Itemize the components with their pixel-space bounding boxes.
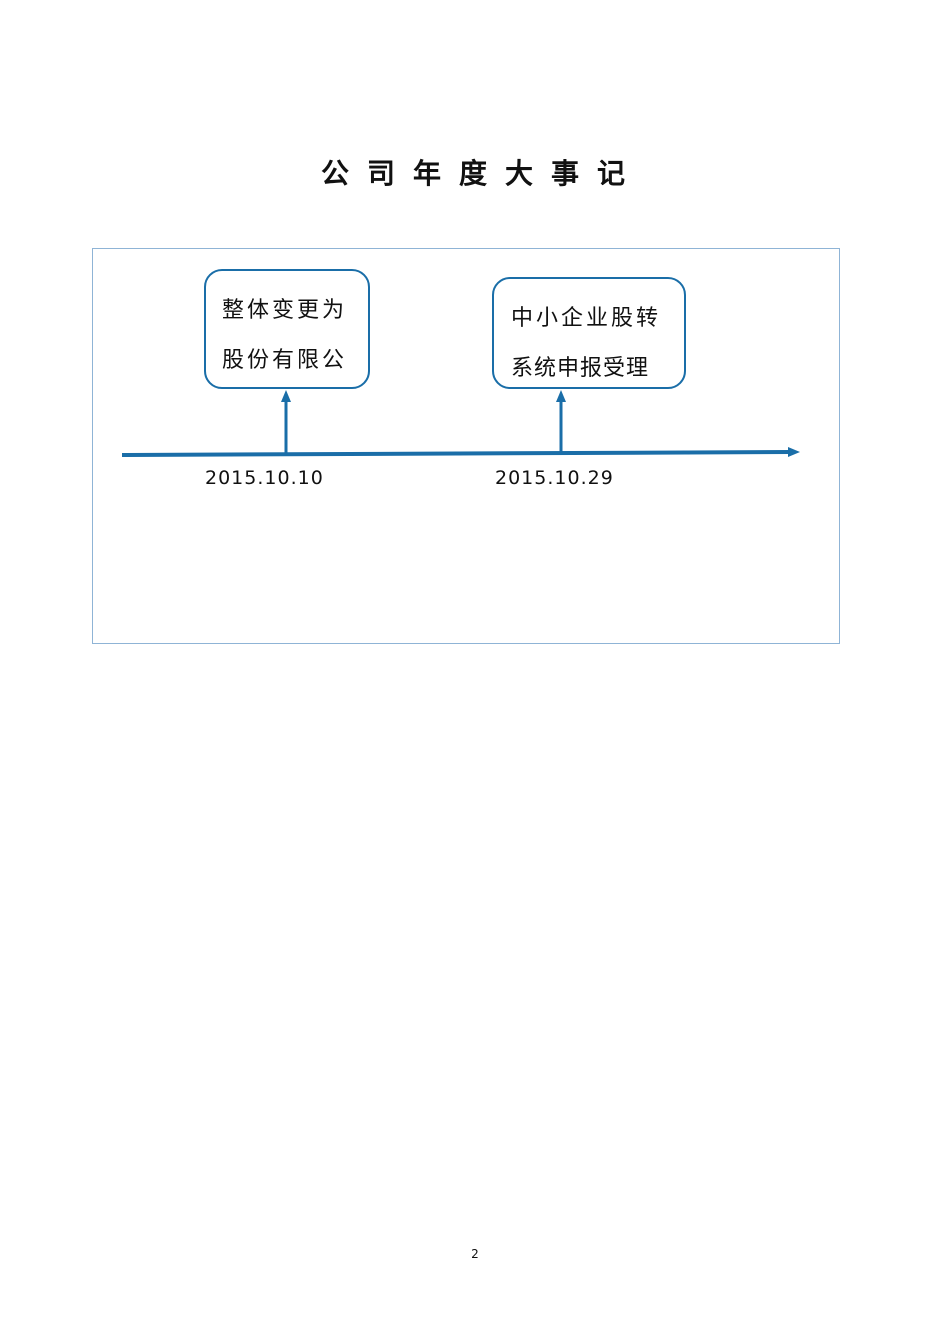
arrow-up-icon bbox=[556, 390, 566, 402]
timeline-frame bbox=[92, 248, 840, 644]
event-box-1 bbox=[204, 269, 370, 389]
event-connector-1 bbox=[281, 390, 291, 455]
event-box-2 bbox=[492, 277, 686, 389]
event-1-line-1: 整体变更为 bbox=[222, 298, 348, 323]
timeline-axis bbox=[121, 447, 800, 457]
event-2-line-1: 中小企业股转 bbox=[511, 306, 662, 331]
event-1-date: 2015.10.10 bbox=[205, 467, 324, 489]
event-2-date: 2015.10.29 bbox=[495, 467, 614, 489]
event-1-line-2: 股份有限公 bbox=[222, 348, 348, 373]
axis-arrowhead-icon bbox=[788, 447, 800, 457]
page-number: 2 bbox=[471, 1247, 479, 1261]
event-2-line-2: 系统申报受理 bbox=[511, 356, 650, 381]
arrow-up-icon bbox=[281, 390, 291, 402]
page-title: 公司年度大事记 bbox=[320, 157, 643, 190]
event-connector-2 bbox=[556, 390, 566, 453]
